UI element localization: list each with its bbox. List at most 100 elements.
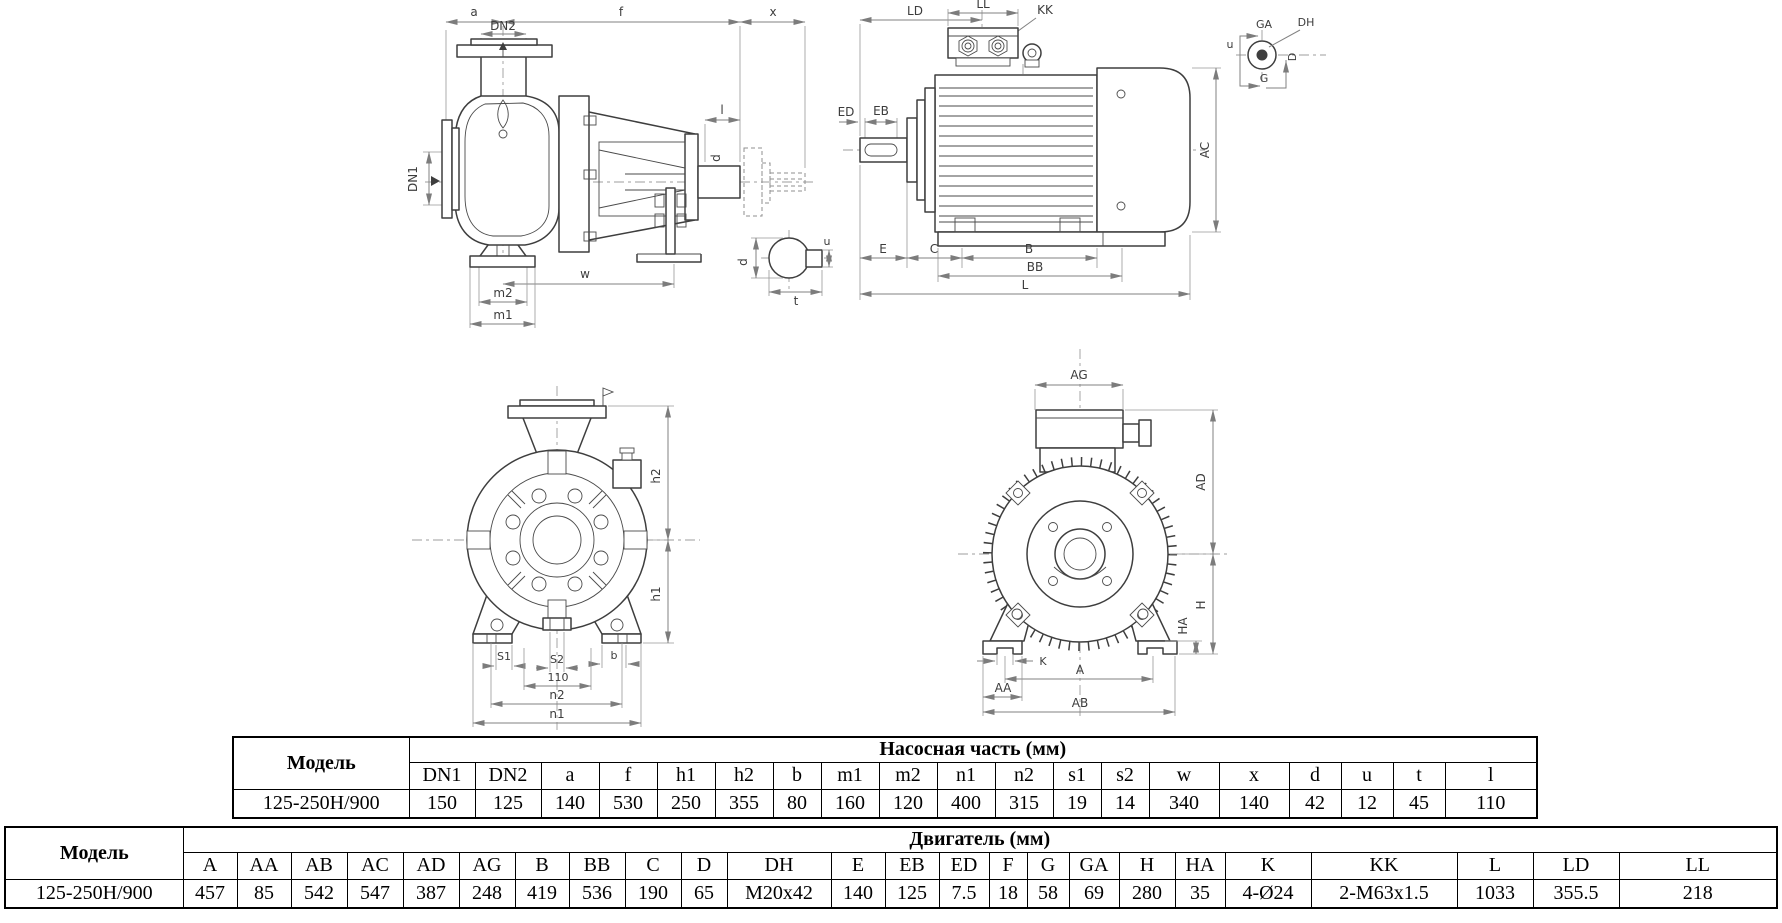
pump-side-view-drawing: a f x DN2 l d DN1 w m2 m1 d u t [406, 5, 833, 328]
cell: 125 [474, 788, 542, 819]
label-dh: DH [1298, 16, 1315, 29]
cell: 419 [514, 878, 570, 909]
pump-dimensions-table: Модель Насосная часть (мм) DN1 DN2 a f h… [232, 736, 1538, 819]
cell: 7.5 [938, 878, 990, 909]
pump-table-model-header: Модель [232, 736, 410, 790]
cell: 315 [994, 788, 1054, 819]
dim-label-ag: AG [1070, 368, 1087, 382]
dim-label-ed: ED [838, 105, 855, 119]
cell: 80 [772, 788, 822, 819]
dim-label-x: x [769, 5, 776, 19]
col-header: LL [1618, 851, 1778, 880]
cell: 120 [878, 788, 938, 819]
dim-label-m1: m1 [493, 308, 512, 322]
label-g: G [1260, 72, 1269, 85]
cell: 19 [1052, 788, 1102, 819]
cell: 250 [656, 788, 716, 819]
dim-label-w: w [580, 267, 590, 281]
col-header: h1 [656, 761, 716, 790]
dim-label-b: b [611, 649, 618, 662]
col-header: A [182, 851, 238, 880]
col-header: DN1 [408, 761, 476, 790]
dim-label-f: f [619, 5, 624, 19]
cell: 280 [1118, 878, 1176, 909]
col-header: L [1456, 851, 1534, 880]
motor-table-group-header: Двигатель (мм) [182, 826, 1778, 853]
motor-side-dimensions [839, 9, 1221, 300]
dim-label-n2: n2 [549, 688, 564, 702]
col-header: AB [290, 851, 348, 880]
shaft-end-dim-brackets [1239, 33, 1289, 89]
col-header: w [1148, 761, 1220, 790]
col-header: t [1392, 761, 1446, 790]
col-header: n1 [936, 761, 996, 790]
col-header: B [514, 851, 570, 880]
cell: 58 [1026, 878, 1070, 909]
label-u: u [1227, 38, 1234, 51]
cell: 45 [1392, 788, 1446, 819]
col-header: n2 [994, 761, 1054, 790]
motor-front-view-drawing: AG AD H HA K A AA AB [958, 349, 1228, 720]
cell: 400 [936, 788, 996, 819]
pump-front-labels: h2 h1 S1 S2 b 110 n2 n1 [497, 468, 663, 721]
col-header: ED [938, 851, 990, 880]
cell: 547 [346, 878, 404, 909]
cell: 160 [820, 788, 880, 819]
dim-label-a: a [470, 5, 477, 19]
dim-label-h: H [1194, 600, 1208, 609]
col-header: s1 [1052, 761, 1102, 790]
motor-front-dimensions [977, 382, 1218, 716]
pump-front-dimensions [472, 405, 674, 727]
shaft-end-detail-drawing: GA DH u G D [1227, 16, 1326, 89]
motor-dimensions-table: Модель Двигатель (мм) A AA AB AC AD AG B… [4, 826, 1778, 909]
col-header: H [1118, 851, 1176, 880]
col-header: HA [1174, 851, 1226, 880]
col-header: DH [726, 851, 832, 880]
dim-label-ha: HA [1176, 617, 1190, 635]
cell: 18 [988, 878, 1028, 909]
cell: 125 [884, 878, 940, 909]
dim-label-eb: EB [873, 104, 889, 118]
pump-front-view-drawing: h2 h1 S1 S2 b 110 n2 n1 [412, 386, 700, 730]
col-header: DN2 [474, 761, 542, 790]
cell: 14 [1100, 788, 1150, 819]
pump-table-group-header: Насосная часть (мм) [408, 736, 1538, 763]
dim-label-a: A [1076, 663, 1085, 677]
cell: 42 [1288, 788, 1342, 819]
model-cell: 125-250Н/900 [232, 788, 410, 819]
cell: 248 [458, 878, 516, 909]
col-header: l [1444, 761, 1538, 790]
pump-front-feet [472, 591, 642, 644]
dim-label-motor-l: L [1022, 278, 1029, 292]
col-header: BB [568, 851, 626, 880]
section-label-t: t [794, 294, 799, 308]
col-header: s2 [1100, 761, 1150, 790]
pump-table-column-row: DN1 DN2 a f h1 h2 b m1 m2 n1 n2 s1 s2 w … [233, 761, 1538, 790]
dim-label-n1: n1 [549, 707, 564, 721]
cell: 530 [598, 788, 658, 819]
dim-label-s1: S1 [497, 650, 511, 663]
shaft-section-detail [751, 230, 833, 296]
col-header: d [1288, 761, 1342, 790]
cell: 140 [540, 788, 600, 819]
dim-label-l: l [720, 103, 723, 117]
cell: 387 [402, 878, 460, 909]
dim-label-dn2: DN2 [490, 19, 516, 33]
cell: 542 [290, 878, 348, 909]
col-header: K [1224, 851, 1312, 880]
cell: 110 [1444, 788, 1538, 819]
pump-side-outline [431, 38, 741, 268]
section-label-u: u [824, 235, 831, 248]
col-header: m1 [820, 761, 880, 790]
dim-label-dn1: DN1 [406, 166, 420, 192]
motor-front-labels: AG AD H HA K A AA AB [995, 368, 1208, 710]
shaft-end-labels: GA DH u G D [1227, 16, 1315, 85]
dim-label-b: B [1025, 242, 1033, 256]
motor-side-view-drawing: LD LL KK ED EB AC E C B BB L [838, 0, 1221, 300]
col-header: KK [1310, 851, 1458, 880]
cell: 536 [568, 878, 626, 909]
col-header: F [988, 851, 1028, 880]
dim-label-ll: LL [976, 0, 990, 11]
model-cell: 125-250Н/900 [4, 878, 184, 909]
